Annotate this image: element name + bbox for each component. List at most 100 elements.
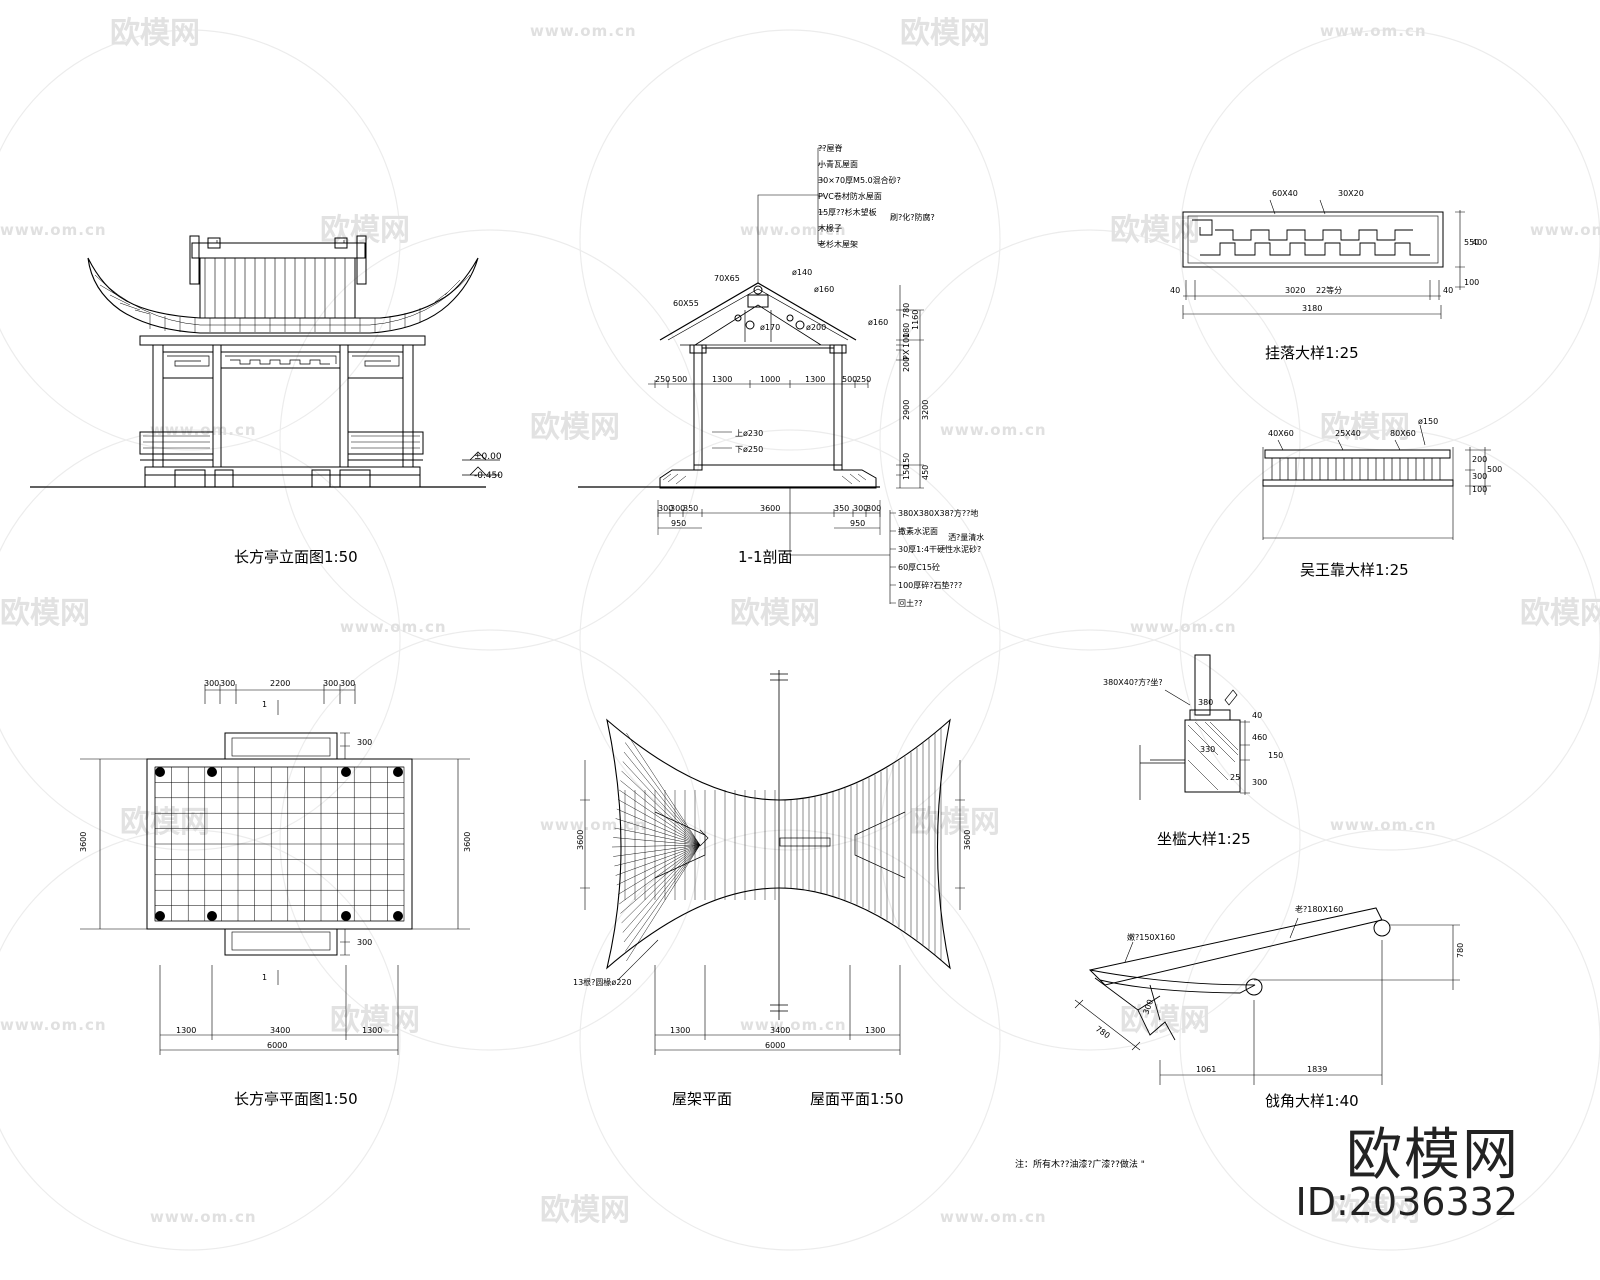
watermark-logo: 欧模网: [110, 16, 200, 51]
hanging-label-2: 30X20: [1338, 189, 1364, 198]
section-roof-layer: 老杉木屋架: [818, 239, 858, 249]
hanging-dim-1b: 22等分: [1316, 285, 1342, 295]
section-dim-top: 250: [856, 375, 871, 384]
section-floor-layer: 撒素水泥面: [898, 526, 938, 536]
plan-dim-top: 300: [204, 679, 219, 688]
hanging-dim-1: 3020: [1285, 286, 1305, 295]
section-d170: ø170: [760, 323, 780, 332]
section-dim-bottom: 300: [658, 504, 673, 513]
corner-label-1: 老?180X160: [1295, 904, 1343, 914]
watermark-logo: 欧模网: [0, 596, 90, 631]
elevation-title: 长方亭立面图1:50: [234, 548, 358, 566]
bench-d25: 25: [1230, 773, 1240, 782]
hanging-h1: 550: [1464, 238, 1479, 247]
plan-dim-bottom: 1300: [362, 1026, 382, 1035]
section-top230: 上ø230: [735, 429, 763, 438]
section-drawing: [578, 147, 924, 604]
section-dim-bottom: 3600: [760, 504, 780, 513]
watermark-url: www.om.cn: [530, 22, 637, 40]
watermark-logo: 欧模网: [540, 1193, 630, 1228]
watermark-logo: 欧模网: [910, 805, 1000, 840]
section-roof-layer: PVC卷材防水屋面: [818, 191, 882, 201]
corner-height: 780: [1456, 943, 1465, 958]
bench-back-label-1: 40X60: [1268, 429, 1294, 438]
section-eave-label: 60X55: [673, 299, 699, 308]
corner-title: 戗角大样1:40: [1265, 1092, 1359, 1110]
watermark-url: www.om.cn: [150, 421, 257, 439]
section-d160b: ø160: [868, 318, 888, 327]
watermark-url: www.om.cn: [1330, 816, 1437, 834]
hanging-title: 挂落大样1:25: [1265, 344, 1359, 362]
section-dim-bottom: 350: [834, 504, 849, 513]
section-roof-layer: 15厚??杉木望板: [818, 207, 877, 217]
section-dim-right: 3200: [921, 400, 930, 420]
watermark-url: www.om.cn: [1130, 618, 1237, 636]
section-roof-layer: 小青瓦屋面: [818, 159, 858, 169]
bench-back-label-3: 80X60: [1390, 429, 1416, 438]
section-dim-right: 2900: [902, 400, 911, 420]
roof-dim-bottom: 1300: [865, 1026, 885, 1035]
bench-labels: 380X40?方?坐? 380 330 25 460 150 300 40: [1103, 677, 1283, 787]
bench-h460: 460: [1252, 733, 1267, 742]
section-dim-bottom2: 950: [850, 519, 865, 528]
section-dim-bottom: 300: [670, 504, 685, 513]
plan-total-dim: 6000: [267, 1041, 287, 1050]
plan-title: 长方亭平面图1:50: [234, 1090, 358, 1108]
section-dim-right: 180: [902, 323, 911, 338]
watermark-logo: 欧模网: [900, 16, 990, 51]
hanging-labels: 60X40 30X20 3020 22等分 3180 40 40 550 100…: [1170, 189, 1487, 313]
section-d200: ø200: [806, 323, 826, 332]
brand-id: ID:2036332: [1295, 1180, 1518, 1224]
elevation-level-top: ±0.00: [474, 452, 502, 462]
bench-h40: 40: [1252, 711, 1262, 720]
section-labels: 70X65 60X55 ø140 ø160 ø170 ø200 ø160 上ø2…: [673, 268, 888, 454]
watermark-url: www.om.cn: [940, 421, 1047, 439]
bench-label-1: 380X40?方?坐?: [1103, 677, 1163, 687]
section-roof-layer-extra: 刷?化?防腐?: [890, 212, 935, 222]
section-title: 1-1剖面: [738, 548, 793, 566]
section-dim-bottom: 300: [853, 504, 868, 513]
roof-rafter-label: 13根?圆椽ø220: [573, 977, 632, 987]
elevation-level-bottom: -0.450: [474, 471, 503, 481]
watermark-url: www.om.cn: [740, 221, 847, 239]
bench-back-h2: 300: [1472, 472, 1487, 481]
bench-back-detail-drawing: [1262, 424, 1491, 540]
watermark-logo: 欧模网: [1110, 213, 1200, 248]
plan-dim-top: 300: [323, 679, 338, 688]
plan-side-dim-right: 3600: [463, 832, 472, 852]
watermark-url: www.om.cn: [150, 1208, 257, 1226]
hanging-dim-2: 3180: [1302, 304, 1322, 313]
section-roof-layer: 30×70厚M5.0混合砂?: [818, 175, 901, 185]
watermark-logo: 欧模网: [530, 410, 620, 445]
section-roof-layer: 木椽子: [818, 223, 842, 233]
bench-back-h3: 100: [1472, 485, 1487, 494]
watermark-layer: 欧模网欧模网欧模网欧模网欧模网欧模网欧模网欧模网欧模网欧模网欧模网欧模网欧模网欧…: [0, 16, 1600, 1251]
watermark-logo: 欧模网: [120, 805, 210, 840]
roof-frame-title: 屋架平面: [672, 1090, 732, 1108]
section-roof-layer: ??屋脊: [818, 143, 843, 153]
section-dim-top: 500: [672, 375, 687, 384]
section-dim-right: 150: [902, 453, 911, 468]
watermark-url: www.om.cn: [540, 816, 647, 834]
section-dim-right: 150: [902, 465, 911, 480]
watermark-logo: 欧模网: [1330, 1193, 1420, 1228]
plan-dim-bottom: 3400: [270, 1026, 290, 1035]
section-dim-right: 100: [902, 333, 911, 348]
watermark-logo: 欧模网: [330, 1003, 420, 1038]
general-note: 注：所有木??油漆?广漆??做法 ": [1015, 1158, 1145, 1170]
bench-back-label-4: ø150: [1418, 417, 1438, 426]
corner-label-2: 嫩?150X160: [1127, 932, 1175, 942]
section-floor-layer: 60厚C15砼: [898, 562, 940, 572]
plan-dim-bottom: 1300: [176, 1026, 196, 1035]
section-dim-top: 1300: [805, 375, 825, 384]
watermark-circles: [0, 29, 1600, 1251]
bench-title: 坐槛大样1:25: [1157, 830, 1251, 848]
section-dim-right: 1160: [911, 310, 920, 330]
roof-side-dim-left: 3600: [576, 830, 585, 850]
roof-plan-title: 屋面平面1:50: [810, 1090, 904, 1108]
section-d160a: ø160: [814, 285, 834, 294]
section-d140: ø140: [792, 268, 812, 277]
bench-h300: 300: [1252, 778, 1267, 787]
